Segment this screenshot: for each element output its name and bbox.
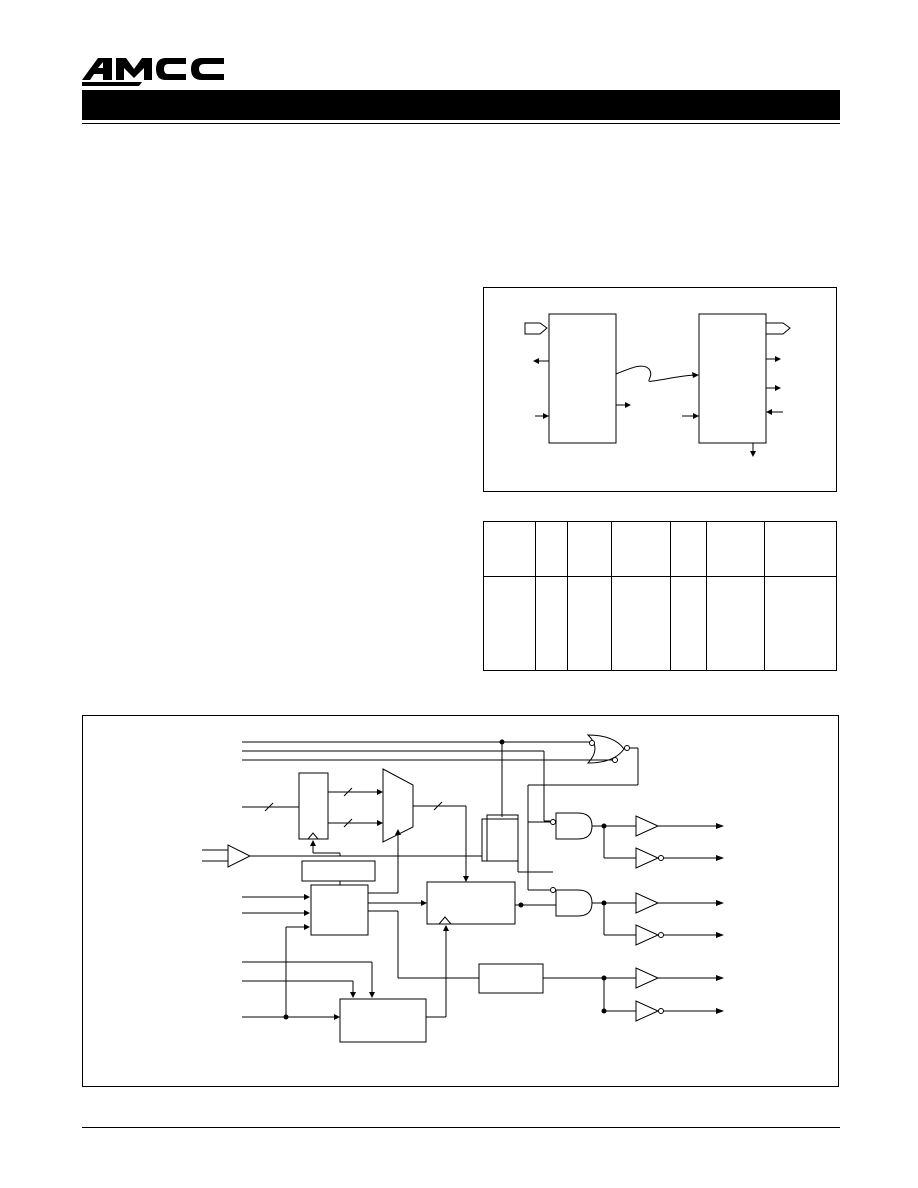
buffer-icon <box>227 844 252 868</box>
clock-divider <box>301 860 376 882</box>
transmitter-chip <box>548 313 617 444</box>
buffer-icon <box>635 967 660 989</box>
and-gate-icon <box>555 889 593 917</box>
mux-icon <box>382 768 414 843</box>
inverter-icon <box>635 1000 660 1022</box>
specification-table <box>483 521 837 671</box>
application-diagram <box>483 287 837 492</box>
output-register <box>426 881 516 925</box>
receiver-chip <box>698 313 767 444</box>
logo-letter-c2 <box>191 58 224 80</box>
title-bar <box>82 90 840 120</box>
serial-link-cable <box>615 365 698 382</box>
footer-rule <box>82 1127 840 1128</box>
nor-gate-icon <box>586 734 625 764</box>
logo-letter-a <box>82 58 112 80</box>
block-diagram <box>82 715 839 1087</box>
buffer-icon <box>635 815 660 837</box>
clock-output-block <box>478 963 544 994</box>
inverter-icon <box>635 847 660 869</box>
logo-letter-m <box>116 58 152 80</box>
input-register <box>298 772 329 840</box>
logo-letter-c1 <box>156 58 186 80</box>
bus-input-icon <box>524 322 548 335</box>
pll-block <box>339 998 427 1043</box>
amcc-logo-icon <box>82 58 224 86</box>
inverter-icon <box>635 924 660 946</box>
header-rule <box>82 123 840 124</box>
bus-output-icon <box>765 322 791 335</box>
buffer-icon <box>635 892 660 914</box>
and-gate-icon <box>555 812 593 840</box>
control-block <box>310 884 369 936</box>
